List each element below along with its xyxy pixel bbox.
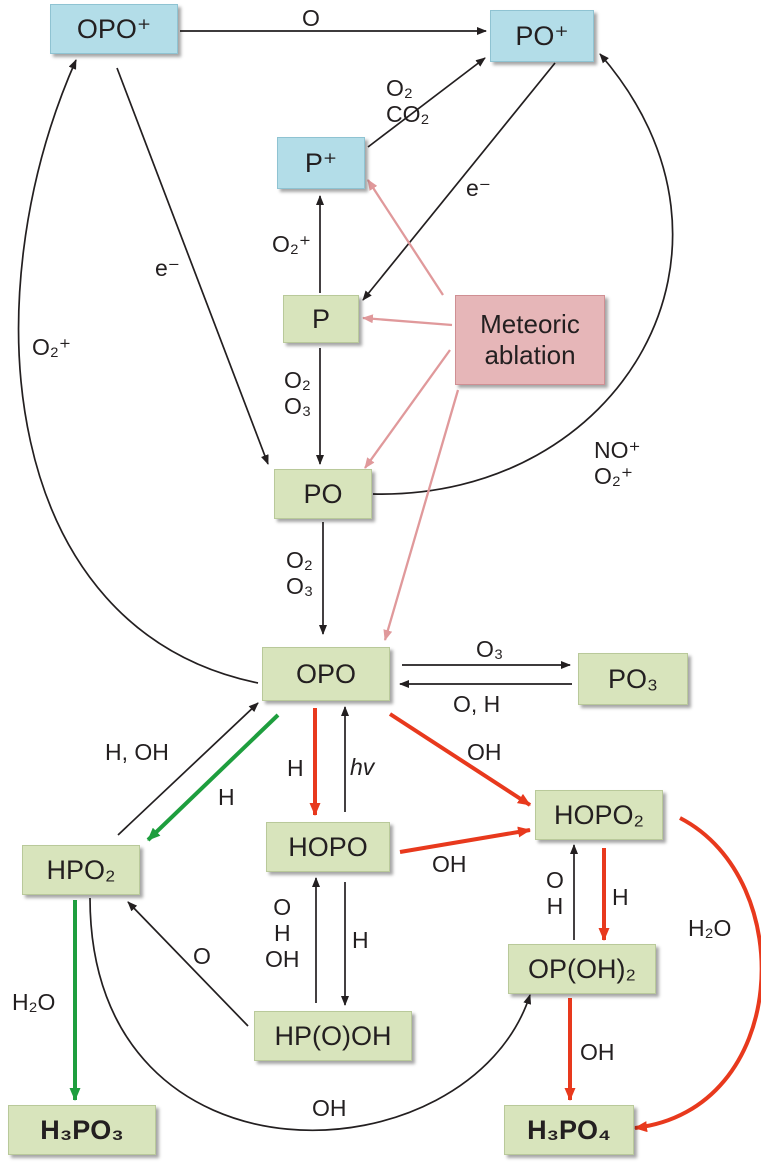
label-hpo2-to-h3po3: H₂O: [12, 989, 56, 1015]
arrow-po-to-po-plus: [372, 53, 674, 495]
arrow-ablation-to-po: [364, 349, 451, 469]
species-po: PO: [274, 469, 372, 519]
label-opo-plus-to-po: e⁻: [155, 255, 180, 281]
label-hopo-to-hopo2: OH: [432, 851, 467, 877]
label-p-to-po: O₂ O₃: [284, 367, 312, 419]
arrow-opo-to-hpo2: [146, 713, 280, 842]
label-hp-o-oh-to-hpo2: O: [193, 943, 211, 969]
label-opo-plus-to-po-plus: O: [302, 5, 320, 31]
label-hopo-to-hp-o-oh: H: [352, 927, 369, 953]
label-hopo-to-opo: hv: [350, 754, 375, 780]
species-hopo2: HOPO₂: [535, 790, 663, 840]
label-po-to-opo: O₂ O₃: [286, 547, 314, 599]
label-hopo2-to-op-oh2: H: [612, 884, 629, 910]
arrow-hpo2-to-opo: [117, 702, 259, 836]
label-p-to-p-plus: O₂⁺: [272, 231, 311, 257]
species-meteoric-ablation: Meteoric ablation: [455, 295, 605, 385]
arrow-opo-plus-to-po: [116, 67, 269, 465]
label-opo-to-hpo2: H: [218, 784, 235, 810]
label-po3-to-opo: O, H: [453, 691, 501, 717]
arrow-ablation-to-p: [362, 314, 453, 327]
label-po-plus-to-p: e⁻: [466, 175, 491, 201]
label-opo-to-hopo: H: [287, 755, 304, 781]
species-po3: PO₃: [578, 653, 688, 705]
label-opo-to-po3: O₃: [476, 636, 504, 662]
arrow-hp-o-oh-to-hpo2: [127, 901, 249, 1027]
label-hopo2-to-h3po4: H₂O: [688, 915, 732, 941]
arrow-hopo-to-hopo2: [399, 826, 531, 854]
label-hpo2-to-op-oh2: OH: [312, 1095, 347, 1121]
label-op-oh2-to-h3po4: OH: [580, 1039, 615, 1065]
label-hp-o-oh-to-hopo: O H OH: [265, 894, 300, 972]
arrow-opo-to-hopo2: [388, 712, 532, 807]
arrow-ablation-to-opo: [383, 389, 460, 641]
arrow-po-plus-to-p: [362, 62, 556, 301]
species-op-oh2: OP(OH)₂: [508, 944, 656, 994]
label-opo-to-opo-plus: O₂⁺: [32, 334, 71, 360]
arrow-hopo2-to-h3po4: [634, 816, 761, 1133]
species-po-plus: PO⁺: [490, 10, 594, 62]
arrow-hpo2-to-op-oh2: [89, 897, 532, 1132]
label-opo-to-hopo2: OH: [467, 739, 502, 765]
arrow-opo-to-opo-plus: [17, 59, 259, 684]
species-opo-plus: OPO⁺: [50, 4, 178, 54]
label-po-to-po-plus: NO⁺ O₂⁺: [594, 437, 641, 489]
species-hopo: HOPO: [266, 822, 390, 872]
species-hp-o-oh: HP(O)OH: [254, 1011, 412, 1061]
label-op-oh2-to-hopo2: O H: [546, 867, 564, 919]
species-hpo2: HPO₂: [22, 845, 140, 895]
species-opo: OPO: [262, 647, 390, 701]
species-p: P: [283, 295, 359, 343]
species-h3po4: H₃PO₄: [504, 1105, 634, 1155]
arrow-p-plus-to-po-plus: [367, 57, 486, 148]
label-hpo2-to-opo: H, OH: [105, 739, 169, 765]
species-h3po3: H₃PO₃: [8, 1105, 156, 1155]
arrow-ablation-to-p-plus: [367, 179, 444, 296]
label-p-plus-to-po-plus: O₂ CO₂: [386, 75, 430, 127]
species-p-plus: P⁺: [277, 137, 365, 189]
